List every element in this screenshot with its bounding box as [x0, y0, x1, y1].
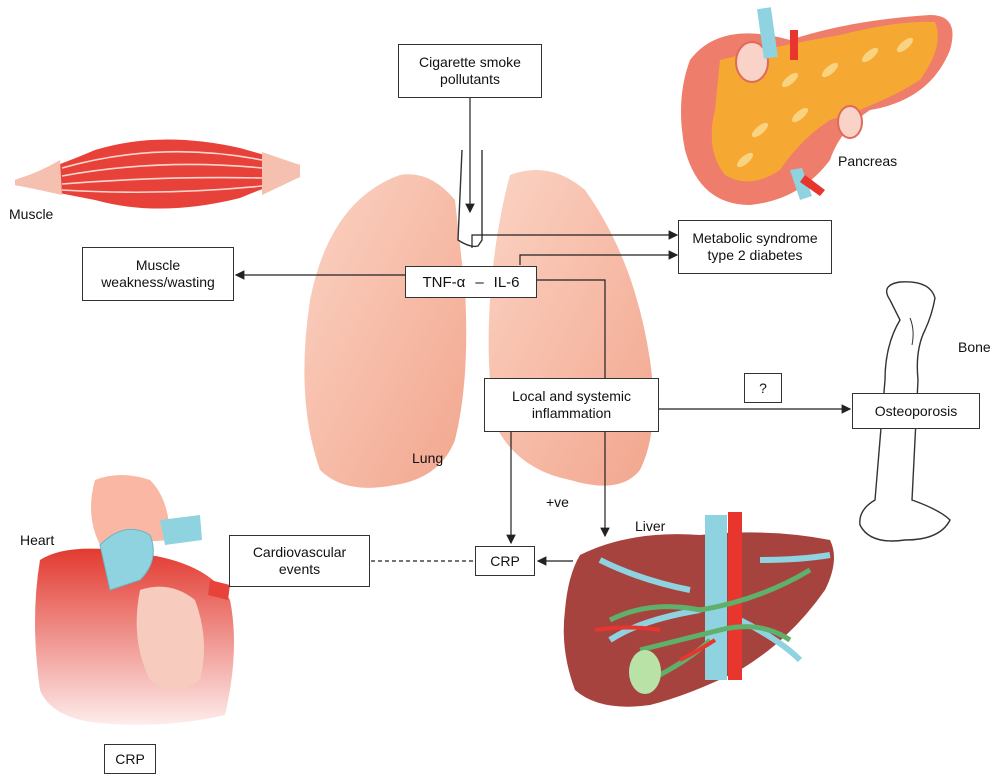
pancreas-illustration: [681, 7, 953, 205]
liver-illustration: [563, 512, 834, 707]
liver-label: Liver: [635, 518, 666, 534]
cytokine-box: TNF-α – IL-6: [405, 266, 537, 298]
metabolic-line1: Metabolic syndrome: [692, 230, 818, 246]
heart-label: Heart: [20, 532, 55, 548]
osteoporosis-label: Osteoporosis: [874, 402, 958, 419]
metabolic-line2: type 2 diabetes: [707, 247, 803, 263]
muscle-weakness-line2: weakness/wasting: [101, 274, 215, 290]
crp-box: CRP: [475, 546, 535, 576]
cardio-line2: events: [278, 561, 321, 577]
positive-effect-label: +ve: [546, 494, 569, 510]
question-box: ?: [744, 373, 782, 403]
cigarette-smoke-line1: Cigarette smoke: [419, 54, 521, 70]
question-mark: ?: [759, 379, 767, 396]
tnf-alpha-label: TNF-α: [422, 273, 466, 291]
inflammation-line1: Local and systemic: [511, 388, 632, 404]
cytokine-dash: –: [475, 273, 484, 291]
muscle-illustration: [15, 139, 300, 209]
osteoporosis-box: Osteoporosis: [852, 393, 980, 429]
muscle-weakness-line1: Muscle: [135, 257, 181, 273]
bone-label: Bone: [958, 339, 991, 355]
il6-label: IL-6: [493, 273, 520, 291]
crp-bottom-label: CRP: [115, 750, 145, 767]
heart-illustration: [35, 475, 234, 725]
muscle-label: Muscle: [9, 206, 54, 222]
lung-label: Lung: [412, 450, 444, 466]
crp-bottom-box: CRP: [104, 744, 156, 774]
lung-illustration: [304, 149, 654, 488]
pancreas-label: Pancreas: [838, 153, 898, 169]
cardio-line1: Cardiovascular: [252, 544, 347, 560]
cigarette-smoke-line2: pollutants: [440, 71, 500, 87]
inflammation-line2: inflammation: [531, 405, 612, 421]
crp-label: CRP: [490, 552, 520, 569]
